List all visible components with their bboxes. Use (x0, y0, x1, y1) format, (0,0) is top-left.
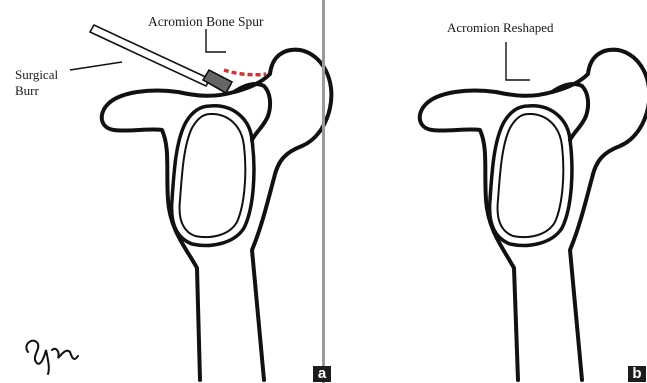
artist-signature-icon (26, 341, 78, 374)
panel-a-shoulder (102, 50, 332, 380)
scapula-outline-a (102, 50, 332, 380)
burr-shaft (90, 25, 210, 86)
glenoid-inner-b (498, 114, 564, 237)
burr-leader-line (70, 62, 122, 70)
glenoid-a (172, 106, 254, 246)
reshaped-leader-line (506, 42, 530, 80)
bone-spur-label: Acromion Bone Spur (148, 14, 264, 30)
glenoid-inner-a (180, 114, 246, 237)
spur-leader-line (206, 29, 226, 52)
panel-divider (322, 0, 325, 383)
surgical-burr-label: Surgical Burr (15, 67, 58, 99)
reshaped-label: Acromion Reshaped (447, 20, 554, 36)
bone-spur-line (224, 70, 266, 75)
burr-label-line1: Surgical (15, 67, 58, 83)
panel-a-tag: a (313, 366, 331, 382)
panel-b-tag: b (628, 366, 646, 382)
burr-tip (203, 70, 232, 93)
surgical-burr (70, 25, 232, 93)
panel-b-shoulder (420, 50, 647, 380)
burr-label-line2: Burr (15, 83, 58, 99)
scapula-outline-b (420, 50, 647, 380)
glenoid-b (490, 106, 572, 246)
